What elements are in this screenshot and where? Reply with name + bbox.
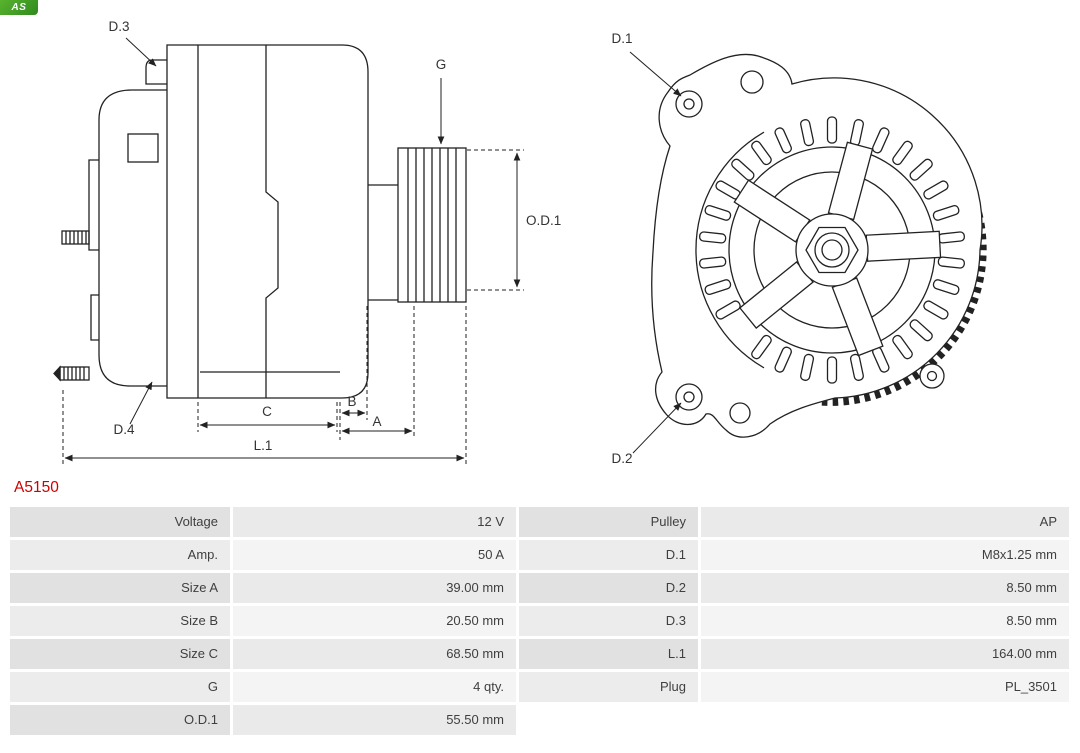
- spec-label: Size C: [10, 639, 230, 669]
- spec-label: O.D.1: [10, 705, 230, 735]
- spec-label: D.1: [519, 540, 698, 570]
- spec-value: 8.50 mm: [701, 606, 1069, 636]
- spec-label: L.1: [519, 639, 698, 669]
- brand-logo: AS: [0, 0, 38, 15]
- spec-value: 8.50 mm: [701, 573, 1069, 603]
- fan-spokes: [733, 141, 942, 357]
- spec-value: 55.50 mm: [233, 705, 516, 735]
- spec-label: G: [10, 672, 230, 702]
- label-d3: D.3: [108, 19, 129, 34]
- technical-drawing: D.3 G O.D.1 D.4 C B A L.1: [53, 19, 987, 466]
- part-number: A5150: [14, 479, 59, 496]
- spec-value: 12 V: [233, 507, 516, 537]
- spec-label: Size A: [10, 573, 230, 603]
- spec-label: D.2: [519, 573, 698, 603]
- spec-label: Plug: [519, 672, 698, 702]
- label-d4: D.4: [113, 422, 135, 437]
- spec-value: 68.50 mm: [233, 639, 516, 669]
- spec-label: Pulley: [519, 507, 698, 537]
- spec-value: 50 A: [233, 540, 516, 570]
- label-c: C: [262, 404, 272, 419]
- spec-value-empty: [701, 705, 1069, 735]
- spec-label: Size B: [10, 606, 230, 636]
- side-view-dimensions: [62, 37, 524, 464]
- mounting-holes: [675, 70, 945, 424]
- label-od1: O.D.1: [526, 213, 561, 228]
- label-g: G: [436, 57, 447, 72]
- label-l1: L.1: [254, 438, 273, 453]
- spec-value: 4 qty.: [233, 672, 516, 702]
- spec-value: 164.00 mm: [701, 639, 1069, 669]
- brand-logo-text: AS: [11, 2, 27, 13]
- label-d1: D.1: [611, 31, 632, 46]
- spec-label: Amp.: [10, 540, 230, 570]
- front-view-leaders: [629, 51, 682, 454]
- spec-label-empty: [519, 705, 698, 735]
- spec-label: D.3: [519, 606, 698, 636]
- label-d2: D.2: [611, 451, 632, 466]
- spec-value: M8x1.25 mm: [701, 540, 1069, 570]
- alternator-diagram-svg: D.3 G O.D.1 D.4 C B A L.1: [53, 19, 987, 466]
- side-view: [53, 44, 467, 399]
- spec-label: Voltage: [10, 507, 230, 537]
- spec-table: Voltage 12 V Pulley AP Amp. 50 A D.1 M8x…: [10, 507, 1069, 735]
- front-view: [651, 53, 987, 438]
- spec-value: PL_3501: [701, 672, 1069, 702]
- label-a: A: [372, 414, 381, 429]
- spec-value: 39.00 mm: [233, 573, 516, 603]
- label-b: B: [347, 394, 356, 409]
- vent-slots: [699, 116, 965, 384]
- spec-value: AP: [701, 507, 1069, 537]
- spec-value: 20.50 mm: [233, 606, 516, 636]
